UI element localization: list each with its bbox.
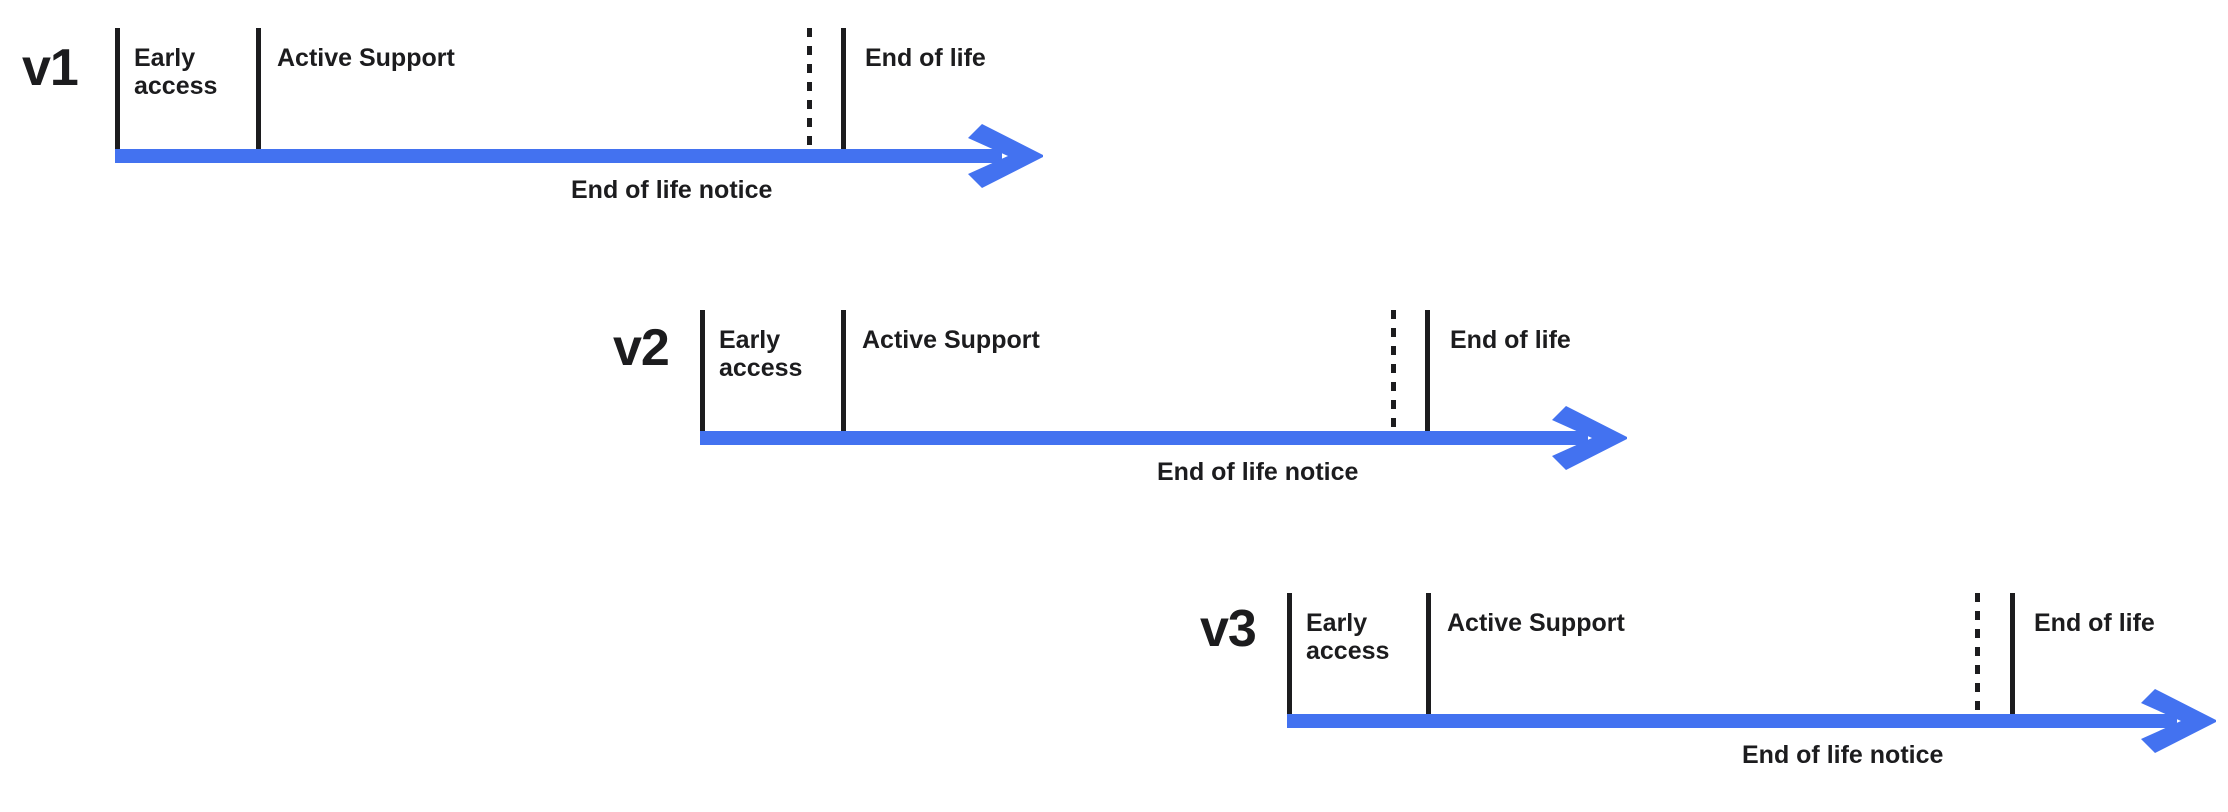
phase-divider-v2-0 xyxy=(700,310,705,431)
phase-label-active-support-v2: Active Support xyxy=(862,326,1040,354)
timeline-arrowhead-v3 xyxy=(2141,689,2216,753)
phase-divider-v2-3 xyxy=(1425,310,1430,431)
phase-divider-v1-1 xyxy=(256,28,261,149)
phase-divider-v2-1 xyxy=(841,310,846,431)
phase-label-end-of-life-v3: End of life xyxy=(2034,609,2155,637)
timeline-bar-v2 xyxy=(700,431,1588,445)
phase-label-early-access-v2: Early access xyxy=(719,326,803,382)
phase-label-early-access-v1: Early access xyxy=(134,44,218,100)
phase-label-early-access-v3: Early access xyxy=(1306,609,1390,665)
phase-label-active-support-v1: Active Support xyxy=(277,44,455,72)
phase-divider-v1-0 xyxy=(115,28,120,149)
version-label-v2: v2 xyxy=(613,319,670,377)
phase-divider-v3-0 xyxy=(1287,593,1292,714)
version-label-v1: v1 xyxy=(22,39,79,97)
end-of-life-notice-label-v1: End of life notice xyxy=(571,176,773,204)
phase-label-active-support-v3: Active Support xyxy=(1447,609,1625,637)
timeline-bar-v1 xyxy=(115,149,1002,163)
end-of-life-notice-divider-v3 xyxy=(1975,593,1980,714)
phase-divider-v1-3 xyxy=(841,28,846,149)
end-of-life-notice-label-v3: End of life notice xyxy=(1742,741,1944,769)
end-of-life-notice-divider-v1 xyxy=(807,28,812,149)
phase-label-end-of-life-v2: End of life xyxy=(1450,326,1571,354)
timeline-arrowhead-v1 xyxy=(968,124,1043,188)
phase-divider-v3-3 xyxy=(2010,593,2015,714)
end-of-life-notice-label-v2: End of life notice xyxy=(1157,458,1359,486)
phase-divider-v3-1 xyxy=(1426,593,1431,714)
timeline-arrowhead-v2 xyxy=(1552,406,1627,470)
phase-label-end-of-life-v1: End of life xyxy=(865,44,986,72)
end-of-life-notice-divider-v2 xyxy=(1391,310,1396,431)
timeline-bar-v3 xyxy=(1287,714,2177,728)
version-label-v3: v3 xyxy=(1200,600,1257,658)
